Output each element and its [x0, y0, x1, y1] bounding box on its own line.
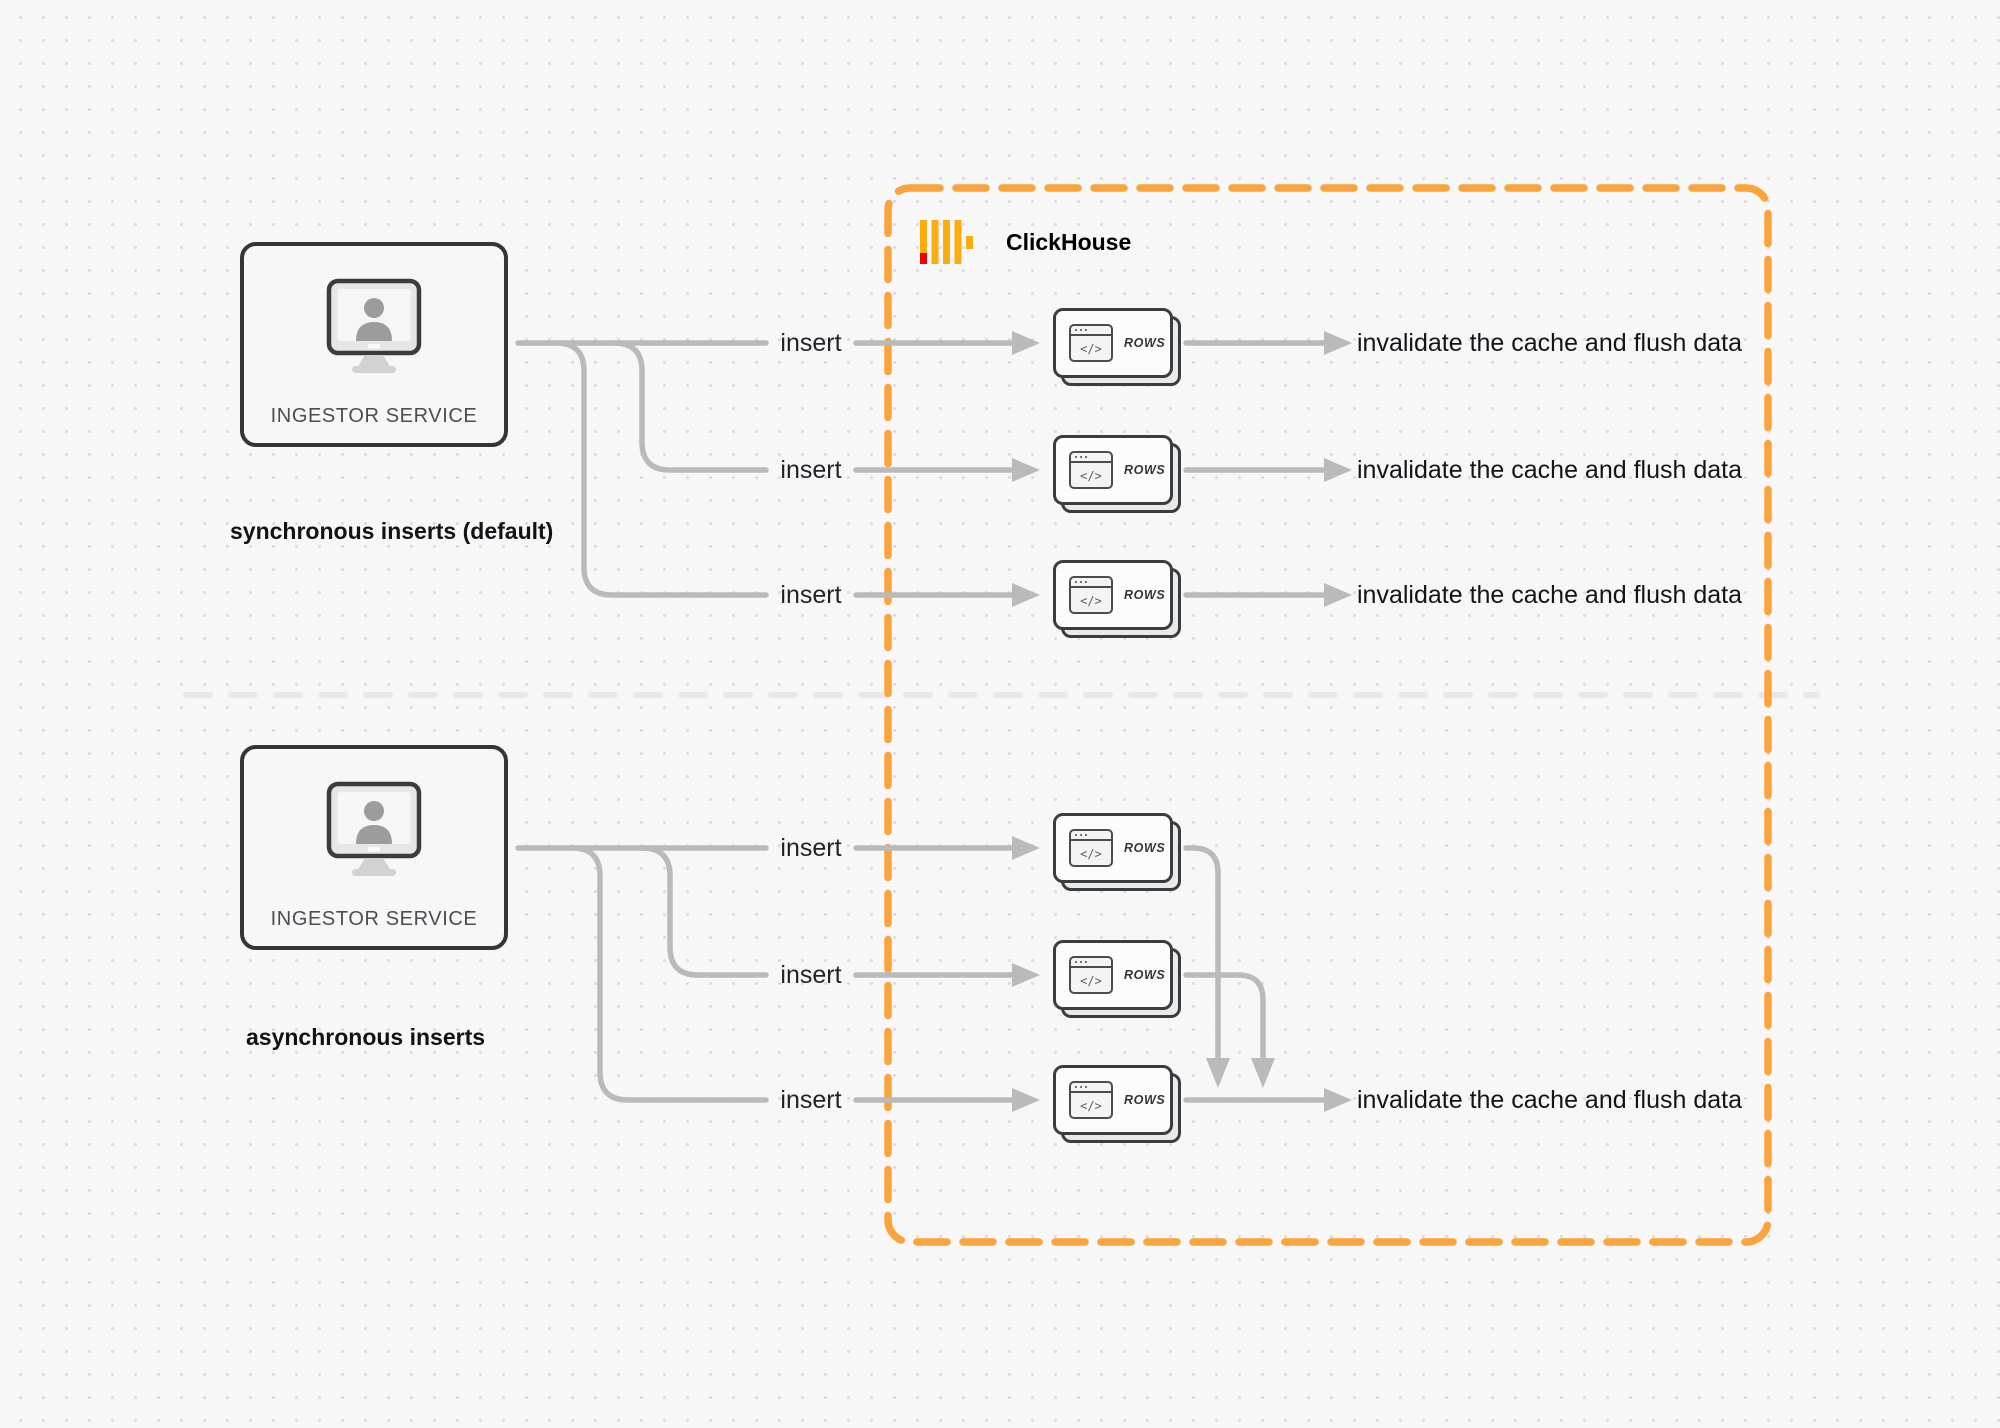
arrowheads [1012, 331, 1352, 1112]
arrowhead-async-insert-3 [1012, 1088, 1040, 1112]
ingestor-service-label: INGESTOR SERVICE [270, 405, 478, 427]
connector-async-merge-2 [1183, 972, 1266, 1061]
sync-section-label: synchronous inserts (default) [230, 518, 554, 544]
rows-node-async-2: </> ROWS [1053, 940, 1181, 1018]
clickhouse-boundary [884, 184, 1772, 1246]
rows-node-sync-3: </> ROWS [1053, 560, 1181, 638]
arrowhead-async-merge-1 [1206, 1058, 1230, 1088]
connector-async-merge-1 [1183, 845, 1221, 1061]
code-window-icon: </> [1069, 576, 1113, 614]
arrowhead-sync-result-1 [1324, 331, 1352, 355]
rows-node-async-3: </> ROWS [1053, 1065, 1181, 1143]
code-window-icon: </> [1069, 956, 1113, 994]
result-label: invalidate the cache and flush data [1357, 581, 1742, 609]
connectors [515, 340, 1327, 1103]
arrowhead-async-insert-2 [1012, 963, 1040, 987]
result-label: invalidate the cache and flush data [1357, 1086, 1742, 1114]
ingestor-service-node-sync: INGESTOR SERVICE [240, 242, 508, 447]
connector-async-branch-row2 [639, 845, 769, 978]
rows-node-sync-1: </> ROWS [1053, 308, 1181, 386]
insert-label: insert [780, 961, 842, 989]
insert-label: insert [780, 456, 842, 484]
clickhouse-bars-icon [920, 220, 973, 264]
clickhouse-label: ClickHouse [1006, 229, 1132, 255]
code-window-icon: </> [1069, 451, 1113, 489]
connector-sync-branch-row2 [611, 340, 769, 473]
code-window-icon: </> [1069, 324, 1113, 362]
result-label: invalidate the cache and flush data [1357, 456, 1742, 484]
rows-card-front: </> ROWS [1053, 308, 1173, 378]
result-label: invalidate the cache and flush data [1357, 329, 1742, 357]
arrowhead-async-merge-2 [1251, 1058, 1275, 1088]
rows-node-async-1: </> ROWS [1053, 813, 1181, 891]
rows-card-front: </> ROWS [1053, 560, 1173, 630]
arrowhead-sync-insert-1 [1012, 331, 1040, 355]
rows-node-label: ROWS [1124, 336, 1166, 350]
arrowhead-sync-insert-3 [1012, 583, 1040, 607]
insert-label: insert [780, 1086, 842, 1114]
rows-node-label: ROWS [1124, 463, 1166, 477]
rows-node-label: ROWS [1124, 841, 1166, 855]
code-window-icon: </> [1069, 1081, 1113, 1119]
connector-sync-branch-row3 [553, 340, 769, 598]
rows-card-front: </> ROWS [1053, 435, 1173, 505]
rows-card-front: </> ROWS [1053, 1065, 1173, 1135]
insert-label: insert [780, 834, 842, 862]
arrowhead-async-result [1324, 1088, 1352, 1112]
monitor-user-icon [326, 781, 422, 888]
ingestor-service-label: INGESTOR SERVICE [270, 908, 478, 930]
rows-node-label: ROWS [1124, 588, 1166, 602]
arrowhead-sync-insert-2 [1012, 458, 1040, 482]
arrowhead-sync-result-3 [1324, 583, 1352, 607]
insert-label: insert [780, 581, 842, 609]
monitor-user-icon [326, 278, 422, 385]
code-window-icon: </> [1069, 829, 1113, 867]
connector-async-branch-row3 [569, 845, 769, 1103]
async-section-label: asynchronous inserts [246, 1024, 486, 1050]
rows-node-label: ROWS [1124, 968, 1166, 982]
rows-node-label: ROWS [1124, 1093, 1166, 1107]
rows-card-front: </> ROWS [1053, 940, 1173, 1010]
rows-card-front: </> ROWS [1053, 813, 1173, 883]
arrowhead-sync-result-2 [1324, 458, 1352, 482]
arrowhead-async-insert-1 [1012, 836, 1040, 860]
ingestor-service-node-async: INGESTOR SERVICE [240, 745, 508, 950]
insert-label: insert [780, 329, 842, 357]
rows-node-sync-2: </> ROWS [1053, 435, 1181, 513]
